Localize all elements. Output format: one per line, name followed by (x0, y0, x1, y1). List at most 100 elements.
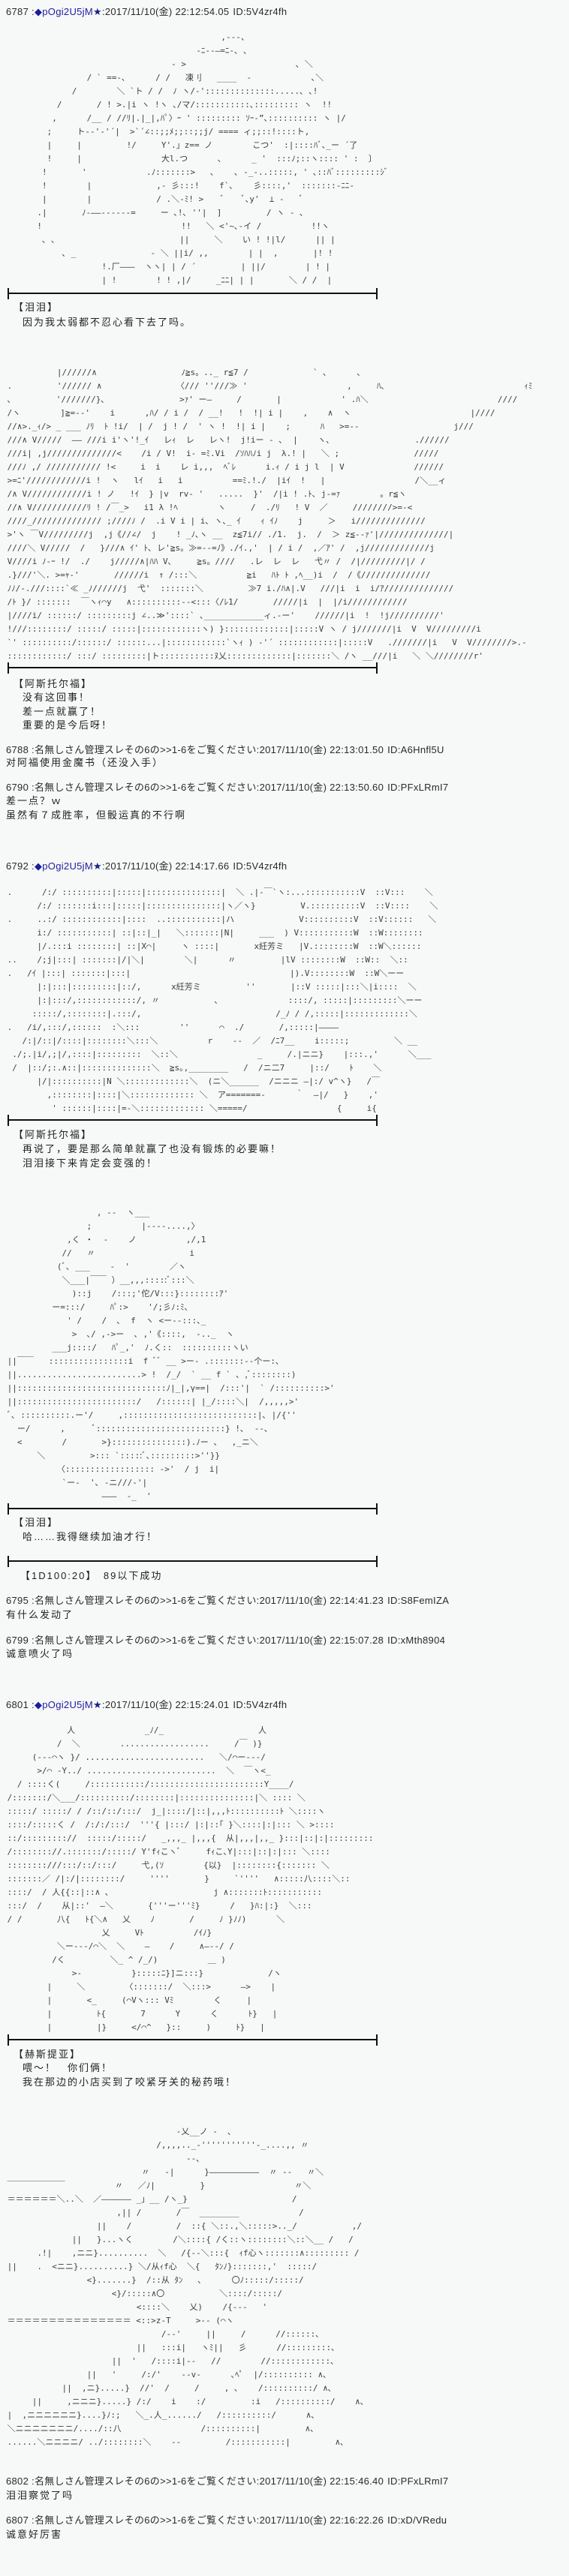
post-body: 差一点？ｗ 虽然有７成胜率，但骰运真的不行啊 (6, 795, 187, 821)
ascii-art-scene: . /:/ ::::::::::|:::::|:::::::::::::::| … (7, 887, 438, 1113)
post-header: 6795 : 名無しさん管理スレその6の>>1-6をご覧ください : 2017/… (6, 1594, 449, 1608)
dialogue-text: 因为我太弱都不忍心看下去了吗。 (23, 317, 192, 328)
date-separator: : (256, 782, 260, 793)
post-number[interactable]: 6787 (6, 6, 29, 17)
divider-line (8, 1560, 378, 1562)
post-number[interactable]: 6801 (6, 1699, 29, 1710)
date-separator: : (101, 860, 105, 872)
header-separator: : (29, 1595, 35, 1606)
poster-name: 名無しさん管理スレその6の>>1-6をご覧ください (34, 1595, 257, 1606)
speaker-label: 【泪泪】 (14, 302, 59, 313)
divider-tick-right (376, 2034, 378, 2046)
date-separator: : (256, 1635, 260, 1646)
speaker-label: 【赫斯提亚】 (14, 2049, 82, 2060)
scene-divider (8, 288, 378, 299)
star-icon: ★ (92, 860, 102, 872)
poster-id: ID:PFxLRmI7 (387, 2475, 449, 2487)
poster-id: ID:xMth8904 (387, 1635, 446, 1646)
poster-id: ID:xD/VRedu (387, 2514, 447, 2526)
header-separator: : (29, 1635, 35, 1646)
date-separator: : (256, 744, 260, 755)
header-separator: : (29, 6, 35, 17)
poster-id: ID:A6Hnfl5U (387, 744, 444, 755)
header-separator: : (29, 860, 35, 872)
post-number[interactable]: 6795 (6, 1595, 29, 1606)
post-datetime: 2017/11/10(金) 22:13:01.50 (259, 744, 384, 755)
post-header: 6792 : ◆pOgi2U5jM ★ : 2017/11/10(金) 22:1… (6, 860, 287, 873)
post-datetime: 2017/11/10(金) 22:13:50.60 (259, 782, 384, 793)
ascii-art-scene: , -- ヽ___ ; |‐‐‐‐....,〉 ,く ・ - ノ ,/,1 //… (7, 1208, 335, 1501)
header-separator: : (29, 1699, 35, 1710)
divider-tick-left (8, 1503, 9, 1515)
poster-id: ID:5V4zr4fh (233, 860, 288, 872)
poster-name: 名無しさん管理スレその6の>>1-6をご覧ください (34, 744, 257, 755)
divider-tick-right (376, 1115, 378, 1126)
date-separator: : (256, 2475, 260, 2487)
ascii-art-scene: 人 _ﾉ/_ 人 / ＼ .................. /￣ )} (‐… (7, 1725, 374, 2032)
poster-name: 名無しさん管理スレその6の>>1-6をご覧ください (34, 2475, 257, 2487)
post-header: 6790 : 名無しさん管理スレその6の>>1-6をご覧ください : 2017/… (6, 781, 448, 794)
divider-line (8, 1119, 378, 1121)
header-separator: : (29, 744, 35, 755)
post-number[interactable]: 6807 (6, 2514, 29, 2526)
post-header: 6787 : ◆pOgi2U5jM ★ : 2017/11/10(金) 22:1… (6, 5, 287, 19)
poster-id: ID:S8FemIZA (387, 1595, 450, 1606)
speaker-label: 【阿斯托尔福】 (14, 678, 93, 689)
divider-tick-right (376, 288, 378, 299)
divider-tick-right (376, 1556, 378, 1567)
trip-code: ◆pOgi2U5jM (34, 860, 93, 872)
trip-code: ◆pOgi2U5jM (34, 1699, 93, 1710)
header-separator: : (29, 782, 35, 793)
star-icon: ★ (92, 1699, 102, 1710)
star-icon: ★ (92, 6, 102, 17)
date-separator: : (101, 1699, 105, 1710)
dialogue-text: 喂～！ 你们俩！ 我在那边的小店买到了咬紧牙关的秘药哦！ (23, 2062, 237, 2088)
scene-divider (8, 2034, 378, 2046)
divider-tick-left (8, 2034, 9, 2046)
scene-divider (8, 1503, 378, 1515)
scene-divider (8, 1115, 378, 1126)
post-number[interactable]: 6790 (6, 782, 29, 793)
dialogue-text: 哈……我得继续加油才行！ (23, 1531, 158, 1542)
post-body: 对阿福使用金魔书（还没入手） (6, 757, 164, 768)
divider-line (8, 667, 378, 668)
dice-divider (8, 1556, 378, 1567)
post-number[interactable]: 6799 (6, 1635, 29, 1646)
dialogue-text: 没有这回事！ 差一点就赢了！ 重要的是今后呀！ (23, 692, 113, 731)
divider-tick-left (8, 662, 9, 674)
speaker-label: 【阿斯托尔福】 (14, 1129, 93, 1140)
poster-name: 名無しさん管理スレその6の>>1-6をご覧ください (34, 782, 257, 793)
post-number[interactable]: 6792 (6, 860, 29, 872)
post-body: 诚意好厉害 (6, 2529, 63, 2540)
poster-id: ID:PFxLRmI7 (387, 782, 449, 793)
post-header: 6801 : ◆pOgi2U5jM ★ : 2017/11/10(金) 22:1… (6, 1698, 287, 1712)
post-header: 6802 : 名無しさん管理スレその6の>>1-6をご覧ください : 2017/… (6, 2475, 448, 2488)
post-number[interactable]: 6788 (6, 744, 29, 755)
dialogue-text: 再说了，要是那么简单就赢了也没有锻炼的必要嘛！ 泪泪接下来肯定会变强的！ (23, 1143, 282, 1169)
divider-line (8, 2039, 378, 2040)
dice-roll-result: 【1D100:20】 89以下成功 (20, 1570, 163, 1581)
post-datetime: 2017/11/10(金) 22:12:54.05 (104, 6, 230, 17)
date-separator: : (256, 1595, 260, 1606)
post-datetime: 2017/11/10(金) 22:15:46.40 (259, 2475, 384, 2487)
divider-tick-left (8, 1556, 9, 1567)
divider-tick-left (8, 288, 9, 299)
post-datetime: 2017/11/10(金) 22:14:17.66 (104, 860, 230, 872)
post-header: 6788 : 名無しさん管理スレその6の>>1-6をご覧ください : 2017/… (6, 743, 444, 757)
scene-divider (8, 662, 378, 674)
poster-name: 名無しさん管理スレその6の>>1-6をご覧ください (34, 2514, 257, 2526)
ascii-art-scene: -乂__ノ - ､ /,,,,.._-'''''''''''-_....,, 〃… (7, 2127, 365, 2447)
divider-tick-left (8, 1115, 9, 1126)
date-separator: : (256, 2514, 260, 2526)
ascii-art-scene: |//////∧ ﾉ≧s。.._ r≦7 / ` ､ ､ . '////// ∧… (7, 368, 533, 661)
post-datetime: 2017/11/10(金) 22:16:22.26 (259, 2514, 384, 2526)
divider-line (8, 1508, 378, 1509)
post-number[interactable]: 6802 (6, 2475, 29, 2487)
poster-id: ID:5V4zr4fh (233, 6, 288, 17)
speaker-label: 【泪泪】 (14, 1517, 59, 1528)
divider-tick-right (376, 662, 378, 674)
post-header: 6799 : 名無しさん管理スレその6の>>1-6をご覧ください : 2017/… (6, 1634, 445, 1647)
ascii-art-scene: ,---、 -ﾆ--―=ﾆ-､ ､ - > ､ ＼ / ` ==-､ / / 凍… (37, 32, 389, 285)
poster-id: ID:5V4zr4fh (233, 1699, 288, 1710)
